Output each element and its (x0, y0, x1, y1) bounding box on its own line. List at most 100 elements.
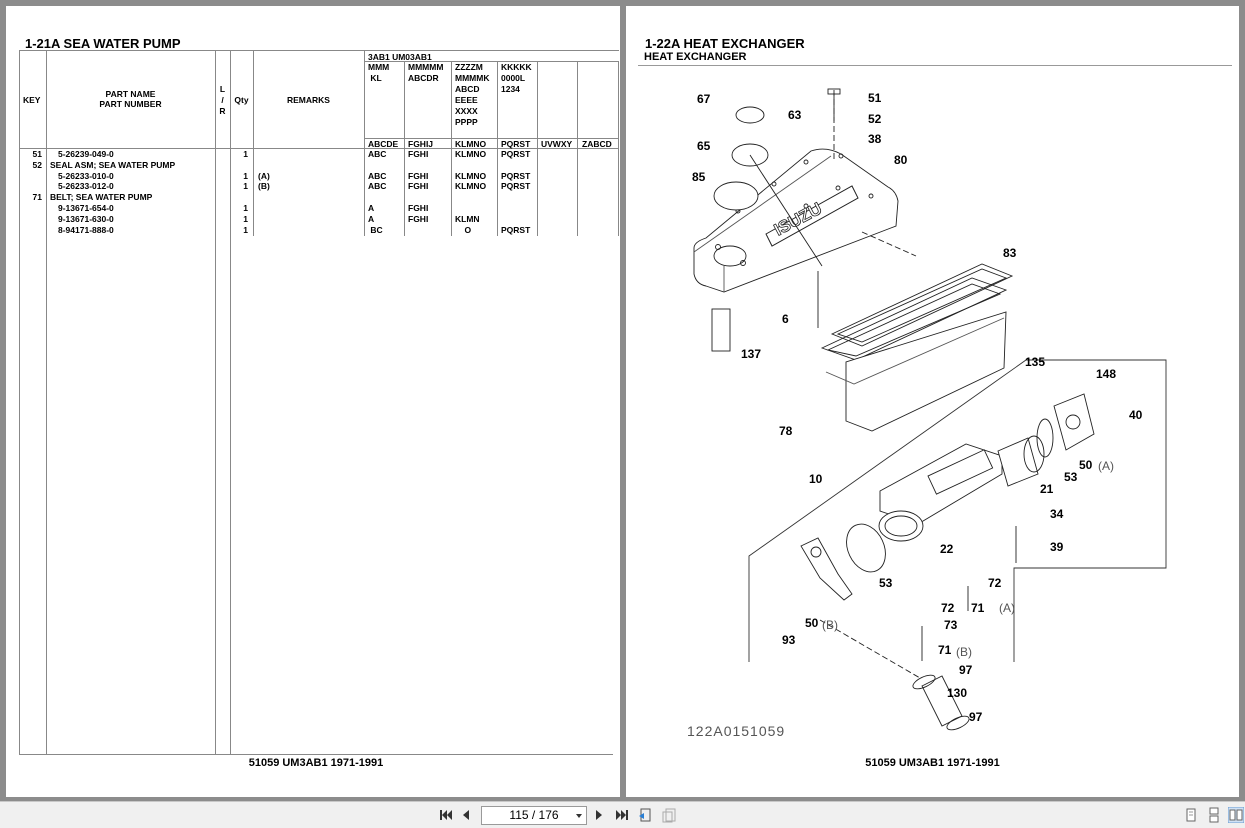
row-model-code: KLMNO (455, 181, 487, 192)
callout-label: 65 (697, 139, 711, 153)
header-code-3: KLMNO (455, 139, 487, 149)
chevron-down-icon (576, 814, 582, 818)
row-model-code: A (368, 203, 375, 213)
page-footer: 51059 UM3AB1 1971-1991 (865, 757, 1000, 769)
callout-label: (A) (1098, 459, 1114, 473)
header-qty: Qty (234, 95, 249, 105)
callout-label: 97 (969, 710, 983, 724)
callout-label: 93 (782, 633, 796, 647)
callout-label: 137 (741, 347, 761, 361)
header-lr-slash: / (221, 95, 224, 105)
header-part-name: PART NAME (105, 89, 156, 99)
page-number-selector[interactable]: 115 / 176 (481, 806, 587, 825)
first-page-icon[interactable] (438, 807, 454, 823)
header-code-2: FGHIJ (408, 139, 434, 149)
callout-label: (B) (956, 645, 972, 659)
next-page-icon[interactable] (591, 807, 607, 823)
row-model-code: FGHI (408, 149, 429, 159)
header-col3-line1: ZZZZM (455, 62, 483, 72)
last-page-icon[interactable] (614, 807, 630, 823)
valve-cover-illustration: ISUZU (693, 148, 899, 293)
previous-page-icon[interactable] (458, 807, 474, 823)
callout-label: 38 (868, 132, 882, 146)
cap-63 (735, 106, 765, 124)
header-model-group: 3AB1 UM03AB1 (368, 52, 432, 62)
callout-label: 73 (944, 618, 958, 632)
subheader-rule (364, 138, 619, 139)
callout-labels: 6763515238658085836137135148407850(A)532… (692, 91, 1143, 724)
row-model-code: A (368, 213, 375, 224)
header-col3-line4: EEEE (455, 95, 478, 105)
header-col3-line5: XXXX (455, 106, 478, 116)
row-model-code: PQRST (501, 181, 531, 192)
col-rule (46, 50, 47, 754)
row-model-code: ABC (368, 170, 387, 181)
callout-label: 72 (941, 601, 955, 615)
callout-label: 53 (1064, 470, 1078, 484)
row-qty: 1 (243, 170, 248, 181)
hose (912, 674, 970, 731)
col-rule (19, 50, 20, 754)
callout-label: 10 (809, 472, 823, 486)
callout-label: 50 (805, 616, 819, 630)
callout-label: 85 (692, 170, 706, 184)
callout-label: (A) (999, 601, 1015, 615)
bolts (711, 88, 1017, 679)
callout-label: 51 (868, 91, 882, 105)
row-remarks: (B) (258, 181, 270, 192)
col-rule (230, 50, 231, 754)
row-model-code: FGHI (408, 203, 429, 213)
go-forward-icon[interactable] (662, 807, 678, 823)
row-model-code: KLMNO (455, 149, 487, 159)
callout-label: 52 (868, 112, 882, 126)
right-page: 1-22A HEAT EXCHANGER HEAT EXCHANGER ISUZ… (626, 6, 1239, 797)
front-housing (878, 443, 1003, 542)
callout-label: 21 (1040, 482, 1054, 496)
header-bottom-rule (19, 148, 619, 149)
row-qty: 1 (243, 149, 248, 159)
header-col1-line1: MMM (368, 62, 390, 72)
callout-label: 22 (940, 542, 954, 556)
row-model-code: ABC (368, 149, 387, 159)
header-col1-line2: KL (368, 73, 382, 83)
row-model-code: PQRST (501, 149, 531, 159)
col-rule (364, 50, 365, 236)
row-model-code: O (455, 224, 472, 235)
header-col4-line1: KKKKK (501, 62, 532, 72)
header-col3-line6: PPPP (455, 117, 478, 127)
row-key: 71 (32, 192, 42, 203)
row-model-code: ABC (368, 181, 387, 192)
callout-label: 39 (1050, 540, 1064, 554)
continuous-view-icon[interactable] (1206, 807, 1222, 823)
gasket-85 (713, 181, 759, 211)
end-cover (1036, 393, 1095, 458)
row-key: 51 (32, 149, 42, 159)
row-model-code: KLMN (455, 213, 480, 224)
callout-label: 6 (782, 312, 789, 326)
page-title: 1-22A HEAT EXCHANGER (645, 36, 805, 51)
header-col4-line3: 1234 (501, 84, 520, 94)
callout-label: 135 (1025, 355, 1045, 369)
single-page-view-icon[interactable] (1183, 807, 1199, 823)
left-page: 1-21A SEA WATER PUMP KEY PART NAME PART … (6, 6, 620, 797)
viewer-toolbar: 115 / 176 (0, 801, 1245, 828)
callout-label: 71 (971, 601, 985, 615)
callout-label: 148 (1096, 367, 1116, 381)
callout-label: 83 (1003, 246, 1017, 260)
callout-label: 72 (988, 576, 1002, 590)
header-col2-line2: ABCDR (408, 73, 439, 83)
assembly-box (748, 359, 1167, 662)
col-rule (497, 61, 498, 236)
callout-label: 34 (1050, 507, 1064, 521)
go-back-icon[interactable] (638, 807, 654, 823)
col-rule (618, 61, 619, 236)
header-col4-line2: 0000L (501, 73, 526, 83)
row-model-code: FGHI (408, 170, 429, 181)
col-rule (253, 50, 254, 236)
title-rule (638, 65, 1232, 66)
two-page-view-icon[interactable] (1228, 807, 1244, 823)
header-col3-line3: ABCD (455, 84, 480, 94)
header-col2-line1: MMMMM (408, 62, 444, 72)
row-part: 5-26239-049-0 (58, 149, 114, 159)
row-part: 5-26233-010-0 (58, 170, 114, 181)
